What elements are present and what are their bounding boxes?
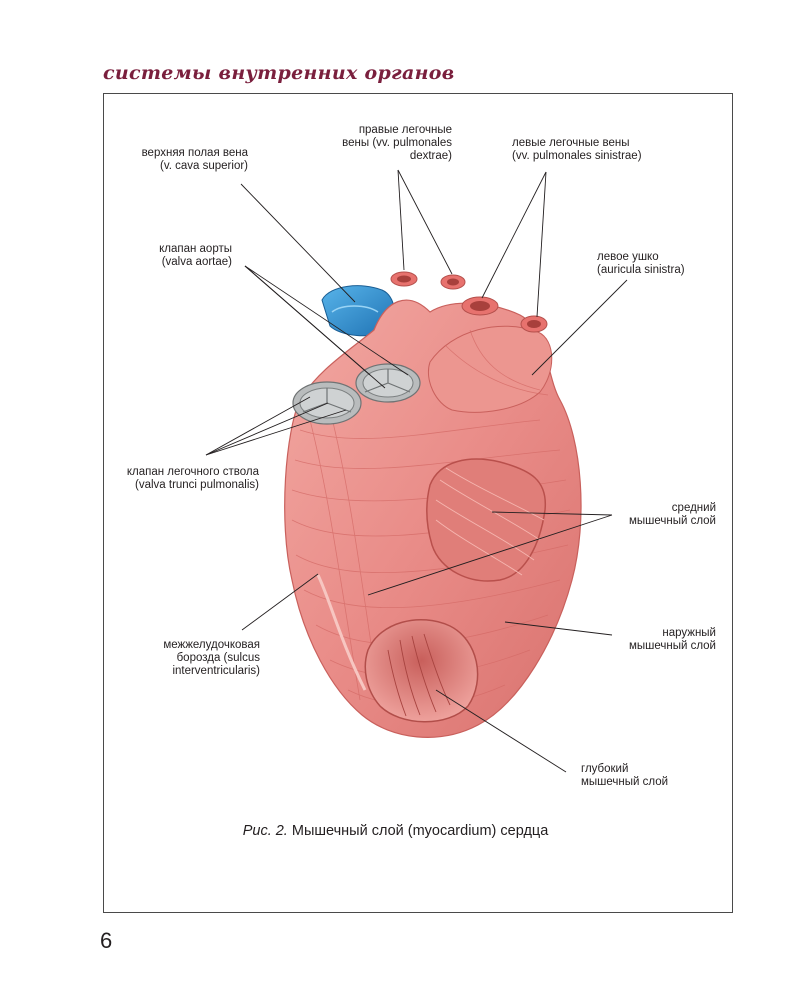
figure-number: Рис. 2. [242,823,288,839]
label-vena-cava: верхняя полая вена (v. cava superior) [141,147,248,172]
label-left-pulmonary-veins: левые легочные вены (vv. pulmonales sini… [512,137,642,162]
label-sulcus: межжелудочковая борозда (sulcus interven… [163,639,260,677]
leader-deep [435,689,567,773]
sulcus-groove [316,574,367,691]
page-number: 6 [100,928,113,953]
label-deep-layer: глубокий мышечный слой [581,763,669,788]
label-pulmonary-valve: клапан легочного ствола (valva trunci pu… [126,466,259,491]
left-auricle-shape [428,325,553,413]
leader-lines [205,169,628,773]
middle-layer-window [426,458,547,582]
label-aortic-valve: клапан аорты (valva aortae) [159,243,232,268]
leader-left-pulm-1 [481,171,547,299]
label-middle-layer: средний мышечный слой [628,502,716,527]
label-left-auricle: левое ушко (auricula sinistra) [597,251,685,276]
leader-left-auricle [531,279,628,376]
page-header-title: системы внутренних органов [103,62,455,84]
leader-aortic-2 [244,265,386,389]
leader-pulm-valve-2 [205,402,329,456]
leader-pulm-valve-1 [205,396,311,456]
leader-middle-1 [491,511,613,516]
label-outer-layer: наружный мышечный слой [628,627,716,652]
leader-sulcus [241,573,319,631]
aortic-valve-shape [355,363,421,403]
figure-caption-text: Мышечный слой (myocardium) сердца [287,823,549,839]
leader-right-pulm-1 [397,169,405,271]
leader-middle-2 [367,514,613,596]
figure-frame [103,93,733,913]
deep-layer-window [364,619,479,723]
figure-caption: Рис. 2. Мышечный слой (myocardium) сердц… [0,823,791,839]
pulmonary-veins [390,271,548,333]
leader-aortic-3 [244,265,409,376]
leader-vena-cava [240,183,356,303]
leader-outer [504,621,613,636]
leader-left-pulm-2 [536,171,547,318]
label-right-pulmonary-veins: правые легочные вены (vv. pulmonales dex… [342,124,452,162]
leader-right-pulm-2 [397,169,453,275]
leader-pulm-valve-3 [205,409,347,456]
